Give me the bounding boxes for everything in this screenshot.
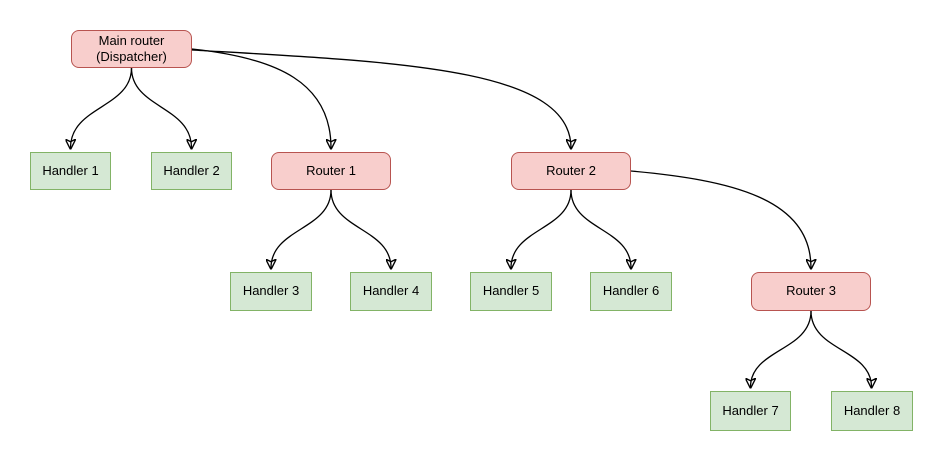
node-handler2: Handler 2 <box>151 152 232 190</box>
edge-router2-to-router3 <box>630 170 811 268</box>
node-handler8: Handler 8 <box>831 391 913 431</box>
node-handler7-label: Handler 7 <box>722 402 779 418</box>
node-handler7: Handler 7 <box>710 391 791 431</box>
edge-main-router-to-router2 <box>191 49 571 148</box>
edge-main-router-to-router1 <box>191 48 331 148</box>
edge-router1-to-handler3 <box>271 189 332 268</box>
node-handler2-label: Handler 2 <box>163 162 220 178</box>
node-handler5-label: Handler 5 <box>482 283 540 299</box>
node-handler6: Handler 6 <box>590 272 672 311</box>
node-main-router: Main router (Dispatcher) <box>71 30 192 68</box>
node-handler6-label: Handler 6 <box>602 283 660 299</box>
node-handler3: Handler 3 <box>230 272 312 311</box>
edge-router3-to-handler7 <box>751 310 812 387</box>
edge-main-router-to-handler1 <box>71 67 133 148</box>
node-handler1-label: Handler 1 <box>42 162 99 178</box>
node-router2-label: Router 2 <box>546 162 596 178</box>
node-handler3-label: Handler 3 <box>242 283 300 299</box>
node-handler4: Handler 4 <box>350 272 432 311</box>
node-handler8-label: Handler 8 <box>843 402 901 418</box>
node-router3: Router 3 <box>751 272 871 311</box>
node-main-router-label-line1: Main router <box>98 32 165 48</box>
node-router1-label: Router 1 <box>306 162 356 178</box>
node-router2: Router 2 <box>511 152 631 190</box>
edge-router3-to-handler8 <box>810 310 872 387</box>
node-handler4-label: Handler 4 <box>362 283 420 299</box>
edge-router2-to-handler6 <box>570 189 631 268</box>
node-handler1: Handler 1 <box>30 152 111 190</box>
edge-router2-to-handler5 <box>511 189 572 268</box>
node-router1: Router 1 <box>271 152 391 190</box>
node-main-router-label-line2: (Dispatcher) <box>96 49 167 64</box>
node-handler5: Handler 5 <box>470 272 552 311</box>
edge-main-router-to-handler2 <box>130 67 192 148</box>
node-router3-label: Router 3 <box>786 283 836 299</box>
edge-router1-to-handler4 <box>330 189 391 268</box>
